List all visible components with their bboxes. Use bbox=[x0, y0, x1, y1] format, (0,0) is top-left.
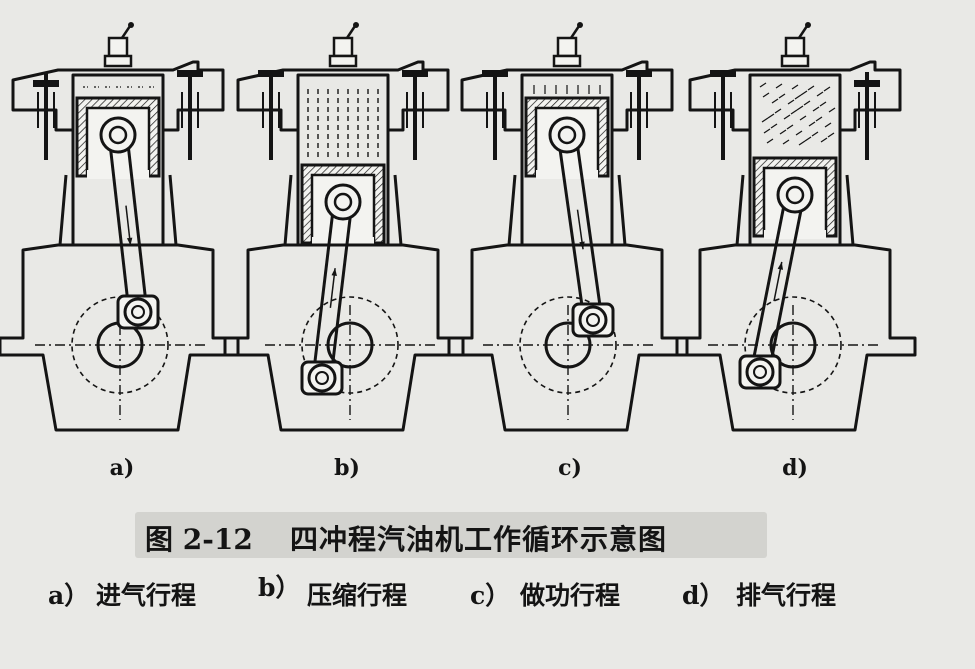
legend-text-intake: 进气行程 bbox=[96, 581, 197, 610]
cylinder-head bbox=[460, 60, 674, 132]
crankcase bbox=[675, 243, 917, 432]
label-c: c) bbox=[558, 455, 582, 481]
engine-b bbox=[223, 22, 465, 432]
legend-key-d: d） bbox=[682, 581, 725, 610]
figure-number: 图 2-12 bbox=[145, 523, 253, 556]
crankcase bbox=[223, 243, 465, 432]
crankcase bbox=[0, 243, 240, 432]
connecting-rod bbox=[107, 134, 131, 313]
spark-plug-icon bbox=[332, 36, 354, 58]
cylinder-head bbox=[11, 60, 225, 132]
legend-key-c: c） bbox=[470, 581, 511, 610]
engine-c bbox=[447, 22, 689, 432]
legend-key-a: a） bbox=[48, 581, 90, 610]
crankcase bbox=[447, 243, 689, 432]
spark-plug-icon bbox=[784, 36, 806, 58]
spark-plug-icon bbox=[556, 36, 578, 58]
figure-title: 四冲程汽油机工作循环示意图 bbox=[290, 523, 668, 556]
legend-text-power: 做功行程 bbox=[520, 581, 621, 610]
connecting-rod bbox=[556, 134, 586, 321]
engine-d bbox=[675, 22, 917, 432]
caption-highlight bbox=[135, 512, 767, 558]
engine-a bbox=[0, 22, 240, 432]
legend-key-b: b） bbox=[258, 573, 301, 602]
label-b: b) bbox=[334, 455, 360, 481]
connecting-rod bbox=[749, 194, 788, 373]
legend-text-exhaust: 排气行程 bbox=[736, 581, 837, 610]
legend-text-compression: 压缩行程 bbox=[307, 581, 408, 610]
cylinder-head bbox=[688, 60, 902, 132]
cylinder-head bbox=[236, 60, 450, 132]
label-a: a) bbox=[109, 455, 135, 481]
spark-plug-icon bbox=[107, 36, 129, 58]
label-d: d) bbox=[782, 455, 808, 481]
connecting-rod bbox=[311, 201, 336, 379]
